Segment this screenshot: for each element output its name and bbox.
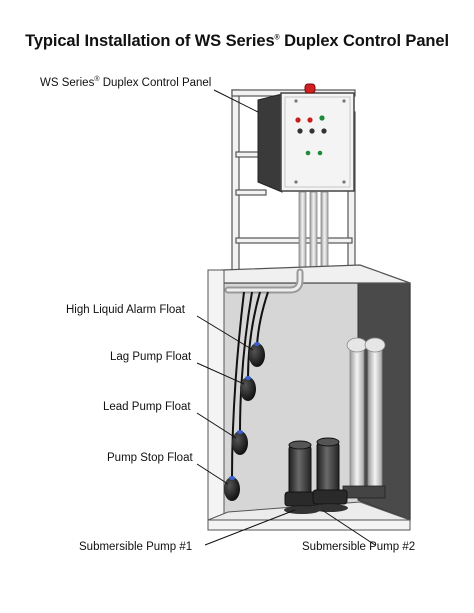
discharge-pipes <box>342 337 386 499</box>
label-stop-float: Pump Stop Float <box>107 452 193 464</box>
leader-lines <box>196 89 376 546</box>
float-lag-icon <box>240 376 256 401</box>
float-lead-icon <box>232 430 248 455</box>
page-title: Typical Installation of WS Series® Duple… <box>0 32 474 51</box>
led-green-icon-3 <box>317 150 323 156</box>
label-high-alarm-float: High Liquid Alarm Float <box>66 304 185 316</box>
switch-icon-2 <box>309 128 315 134</box>
switch-icon <box>297 128 303 134</box>
title-reg-mark: ® <box>274 34 280 42</box>
control-panel <box>257 83 355 193</box>
float-high-alarm-icon <box>249 342 265 367</box>
panel-side <box>257 93 283 193</box>
label-lead-float: Lead Pump Float <box>103 401 191 413</box>
conduits <box>298 191 329 273</box>
led-red-icon <box>295 117 301 123</box>
label-lag-float: Lag Pump Float <box>110 351 192 363</box>
led-green-icon-2 <box>305 150 311 156</box>
float-cables <box>231 291 269 479</box>
alarm-beacon-icon <box>304 83 316 94</box>
title-rest: Duplex Control Panel <box>279 32 449 50</box>
label-pump-1: Submersible Pump #1 <box>79 541 193 553</box>
basin-right-wall <box>357 282 411 521</box>
led-red-icon-2 <box>307 117 313 123</box>
pump-2-icon <box>312 437 348 512</box>
switch-icon-3 <box>321 128 327 134</box>
basin-top-rim <box>221 264 411 284</box>
led-green-icon <box>319 115 325 121</box>
panel-door <box>280 92 355 192</box>
float-stop-icon <box>224 476 240 501</box>
title-main: Typical Installation of WS Series <box>25 32 275 50</box>
pump-1-icon <box>284 440 320 514</box>
label-control-panel: WS Series® Duplex Control Panel <box>40 76 212 89</box>
label-pump-2: Submersible Pump #2 <box>302 541 416 553</box>
